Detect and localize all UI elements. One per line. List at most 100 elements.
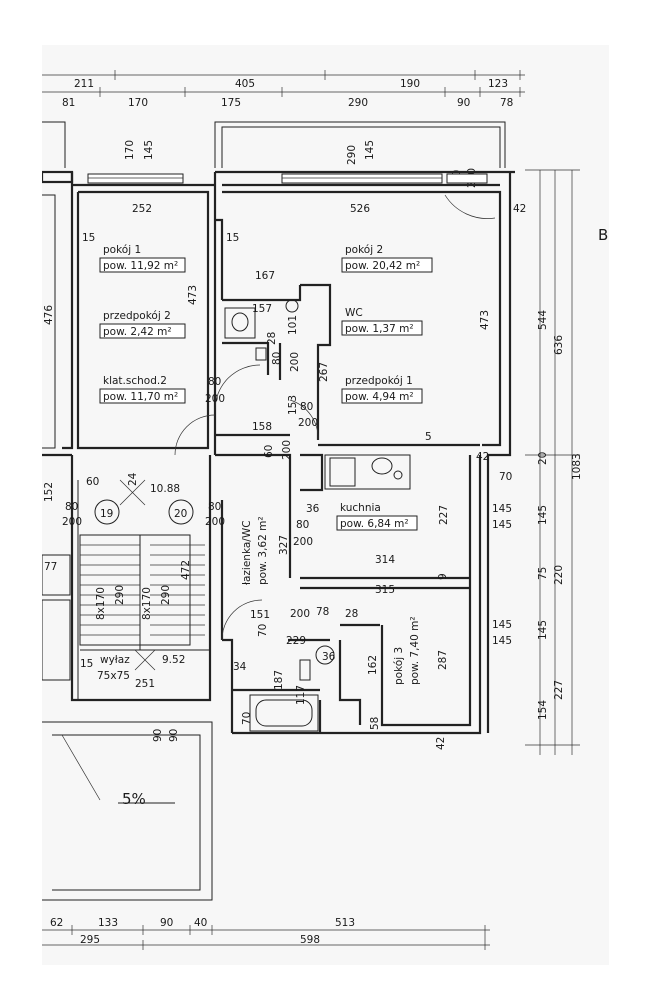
right-dim-145a: 145: [537, 505, 549, 525]
wc-fixtures: [224, 299, 299, 361]
right-dim-1083: 1083: [571, 453, 583, 480]
bathroom-fixtures: [249, 645, 335, 732]
dim-10-88: 10.88: [150, 483, 180, 495]
wc-area: pow. 1,37 m²: [345, 323, 414, 335]
right-dim-544: 544: [537, 310, 549, 330]
dim-145a: 145: [492, 503, 512, 515]
dim-200g: 200: [293, 536, 313, 548]
dim-24: 24: [127, 472, 139, 486]
dim-227: 227: [438, 505, 450, 525]
dim-15a: 15: [82, 232, 95, 244]
dim-90b: 90: [168, 729, 180, 742]
floor-plan-drawing: 211 405 190 123 81 170 175 290 90 78 170…: [42, 70, 608, 950]
dim-251: 251: [135, 678, 155, 690]
dim-526: 526: [350, 203, 370, 215]
top-dim-6: 170: [128, 97, 148, 109]
top-dim-7: 175: [221, 97, 241, 109]
dim-80d: 80: [65, 501, 78, 513]
dim-151: 151: [250, 609, 270, 621]
dim-314: 314: [375, 554, 395, 566]
right-dim-227: 227: [553, 680, 565, 700]
dim-476: 476: [43, 305, 55, 325]
bottom-dim-62: 62: [50, 917, 63, 929]
dim-8x170a: 8x170: [95, 587, 107, 620]
marker-20-label: 20: [174, 508, 187, 520]
window-dim-2: 145: [143, 140, 155, 160]
przedpokoj2-area: pow. 2,42 m²: [103, 326, 172, 338]
dim-36: 36: [306, 503, 320, 515]
dim-158: 158: [252, 421, 272, 433]
right-edge-letter: B: [598, 226, 608, 244]
dim-187: 187: [273, 670, 285, 690]
kuchnia-area: pow. 6,84 m²: [340, 518, 409, 530]
window-dim-3: 290: [346, 145, 358, 165]
dim-70b: 70: [257, 624, 269, 637]
outer-walls: [42, 170, 515, 735]
dim-252: 252: [132, 203, 152, 215]
dim-145b: 145: [492, 519, 512, 531]
bottom-dim-40: 40: [194, 917, 207, 929]
stairwell: [70, 455, 212, 702]
dim-78: 78: [316, 606, 329, 618]
dim-60b: 60: [86, 476, 99, 488]
dim-315: 315: [375, 584, 395, 596]
wylaz-size: 75x75: [97, 670, 130, 682]
bottom-dim-90: 90: [160, 917, 173, 929]
dim-290a: 290: [114, 585, 126, 605]
dim-80b: 80: [300, 401, 313, 413]
wylaz-name: wyłaz: [100, 654, 130, 666]
bottom-dimension-lines: [42, 925, 490, 950]
dim-200f: 200: [205, 516, 225, 528]
right-dim-20: 20: [537, 452, 549, 465]
dim-200h: 200: [290, 608, 310, 620]
pokoj1-area: pow. 11,92 m²: [103, 260, 178, 272]
top-dimension-lines: [42, 70, 525, 97]
top-dim-4: 123: [488, 78, 508, 90]
dim-117: 117: [295, 685, 307, 705]
right-dimension-lines: [525, 169, 580, 755]
top-dim-5: 81: [62, 97, 75, 109]
top-dim-2: 405: [235, 78, 255, 90]
dim-101: 101: [287, 315, 299, 335]
dim-42c: 42: [435, 737, 447, 750]
dim-473b: 473: [479, 310, 491, 330]
kuchnia-name: kuchnia: [340, 502, 381, 514]
dim-42: 42: [513, 203, 526, 215]
top-dim-9: 90: [457, 97, 470, 109]
terrace-outline: [42, 721, 213, 901]
dim-90a: 90: [152, 729, 164, 742]
dim-200e: 200: [62, 516, 82, 528]
dim-70: 70: [499, 471, 512, 483]
dim-15b: 15: [226, 232, 239, 244]
dim-287: 287: [437, 650, 449, 670]
right-dim-220: 220: [553, 565, 565, 585]
bottom-dim-598: 598: [300, 934, 320, 946]
lazienka-area: pow. 3,62 m²: [257, 516, 269, 585]
top-windows: [87, 173, 488, 184]
dim-200d: 200: [281, 440, 293, 460]
dim-70c: 70: [241, 712, 253, 725]
przedpokoj2-name: przedpokój 2: [103, 310, 171, 322]
dim-9-52: 9.52: [162, 654, 185, 666]
interior-walls: [215, 218, 480, 733]
przedpokoj1-area: pow. 4,94 m²: [345, 391, 414, 403]
dim-15c: 15: [80, 658, 93, 670]
dim-80e: 80: [208, 501, 221, 513]
right-dim-154: 154: [537, 700, 549, 720]
dim-267: 267: [318, 362, 330, 382]
marker-20-circle: [168, 499, 194, 525]
pokoj2-name: pokój 2: [345, 244, 383, 256]
dim-9: 9: [437, 573, 449, 580]
pokoj3-name: pokój 3: [393, 647, 405, 685]
dim-145d: 145: [492, 635, 512, 647]
left-edge: [42, 194, 71, 681]
pokoj3-area: pow. 7,40 m²: [409, 616, 421, 685]
dim-77: 77: [44, 561, 57, 573]
bottom-dim-295: 295: [80, 934, 100, 946]
bottom-dim-513: 513: [335, 917, 355, 929]
dim-42b: 42: [476, 451, 489, 463]
door-swings: [174, 194, 496, 641]
bottom-dim-133: 133: [98, 917, 118, 929]
top-dim-1: 211: [74, 78, 94, 90]
dim-145c: 145: [492, 619, 512, 631]
